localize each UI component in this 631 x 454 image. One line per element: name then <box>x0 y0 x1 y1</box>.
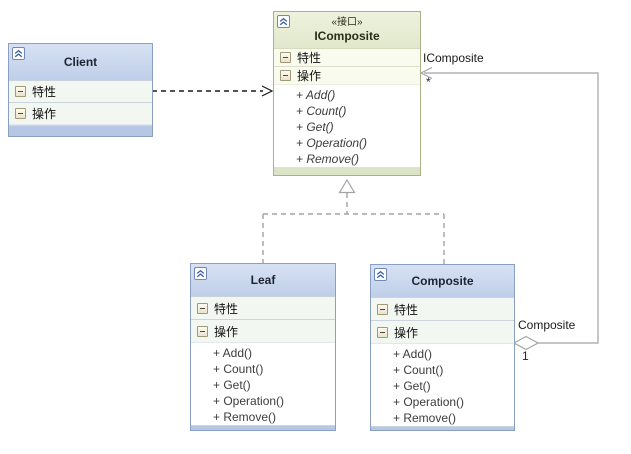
collapse-chevron-icon[interactable] <box>12 47 25 60</box>
class-title: Client <box>63 55 98 69</box>
collapse-minus-icon[interactable] <box>377 303 388 315</box>
class-leaf[interactable]: Leaf 特性 操作 + Add() + Count() + Get() + O… <box>190 263 336 431</box>
operations-section-row[interactable]: 操作 <box>371 321 514 344</box>
class-composite-header[interactable]: Composite <box>371 265 514 298</box>
aggregation-source-multiplicity-label[interactable]: 1 <box>522 349 529 363</box>
class-title: Leaf <box>250 273 276 287</box>
methods-list: + Add() + Count() + Get() + Operation() … <box>191 343 335 425</box>
class-footer-strip <box>9 125 152 136</box>
method-item[interactable]: + Operation() <box>393 395 465 409</box>
method-item[interactable]: + Count() <box>296 104 347 118</box>
class-footer-strip <box>191 425 335 430</box>
aggregation-target-multiplicity-label[interactable]: * <box>426 75 431 89</box>
open-arrowhead-icon <box>419 66 433 80</box>
dependency-connector[interactable] <box>152 85 274 97</box>
method-item[interactable]: + Add() <box>296 88 336 102</box>
method-item[interactable]: + Get() <box>213 378 251 392</box>
collapse-minus-icon[interactable] <box>280 52 291 63</box>
operations-section-label: 操作 <box>214 324 239 339</box>
class-footer-strip <box>371 426 514 430</box>
aggregation-source-role-label[interactable]: Composite <box>518 318 576 332</box>
attributes-section-label: 特性 <box>214 301 239 316</box>
collapse-chevron-icon[interactable] <box>374 268 387 281</box>
operations-section-label: 操作 <box>297 69 322 83</box>
operations-section-label: 操作 <box>32 107 57 121</box>
attributes-section-row[interactable]: 特性 <box>191 297 335 320</box>
interface-icomposite[interactable]: «接口» IComposite 特性 操作 + Add() + Count() … <box>273 11 421 176</box>
class-title: Composite <box>411 274 474 288</box>
collapse-minus-icon[interactable] <box>15 108 26 119</box>
operations-section-row[interactable]: 操作 <box>191 320 335 343</box>
attributes-section-row[interactable]: 特性 <box>9 81 152 103</box>
attributes-section-row[interactable]: 特性 <box>371 298 514 321</box>
attributes-section-label: 特性 <box>394 302 419 317</box>
operations-section-row[interactable]: 操作 <box>9 103 152 125</box>
aggregation-diamond-icon <box>512 335 540 351</box>
class-footer-strip <box>274 167 420 175</box>
method-item[interactable]: + Operation() <box>213 394 285 408</box>
collapse-chevron-icon[interactable] <box>194 267 207 280</box>
attributes-section-row[interactable]: 特性 <box>274 49 420 67</box>
method-item[interactable]: + Operation() <box>296 136 368 150</box>
collapse-minus-icon[interactable] <box>280 70 291 81</box>
aggregation-connector[interactable] <box>419 66 599 351</box>
interface-icomposite-header[interactable]: «接口» IComposite <box>274 12 420 49</box>
stereotype-label: «接口» <box>331 17 363 28</box>
class-composite[interactable]: Composite 特性 操作 + Add() + Count() + Get(… <box>370 264 515 431</box>
collapse-minus-icon[interactable] <box>197 302 208 314</box>
method-item[interactable]: + Get() <box>393 379 431 393</box>
method-item[interactable]: + Add() <box>213 346 253 360</box>
method-item[interactable]: + Remove() <box>296 152 360 166</box>
method-item[interactable]: + Remove() <box>213 410 277 424</box>
collapse-minus-icon[interactable] <box>197 325 208 337</box>
hollow-triangle-icon <box>338 178 356 194</box>
class-client-header[interactable]: Client <box>9 44 152 81</box>
collapse-minus-icon[interactable] <box>15 86 26 97</box>
collapse-minus-icon[interactable] <box>377 326 388 338</box>
method-item[interactable]: + Get() <box>296 120 334 134</box>
aggregation-target-role-label[interactable]: IComposite <box>423 51 484 65</box>
attributes-section-label: 特性 <box>297 51 322 65</box>
methods-list: + Add() + Count() + Get() + Operation() … <box>371 344 514 426</box>
class-leaf-header[interactable]: Leaf <box>191 264 335 297</box>
collapse-chevron-icon[interactable] <box>277 15 290 28</box>
method-item[interactable]: + Count() <box>213 362 264 376</box>
attributes-section-label: 特性 <box>32 85 57 99</box>
open-arrowhead-icon <box>261 85 274 97</box>
method-item[interactable]: + Remove() <box>393 411 457 425</box>
class-title: IComposite <box>314 29 380 43</box>
methods-list: + Add() + Count() + Get() + Operation() … <box>274 85 420 167</box>
operations-section-row[interactable]: 操作 <box>274 67 420 85</box>
method-item[interactable]: + Count() <box>393 363 444 377</box>
class-client[interactable]: Client 特性 操作 <box>8 43 153 137</box>
realization-connector[interactable] <box>262 178 445 264</box>
method-item[interactable]: + Add() <box>393 347 433 361</box>
operations-section-label: 操作 <box>394 325 419 340</box>
